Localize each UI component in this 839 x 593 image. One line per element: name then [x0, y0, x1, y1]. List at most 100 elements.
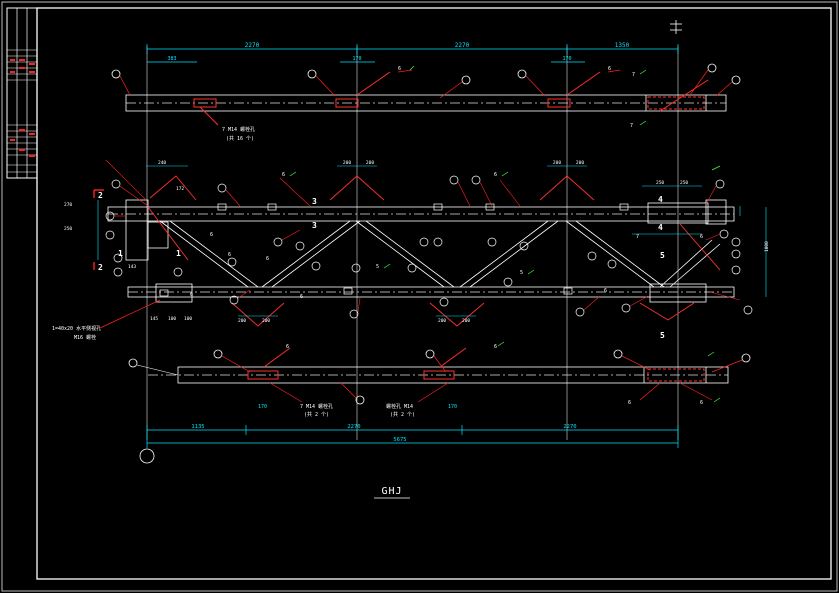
callout-22-top — [707, 63, 717, 73]
right-dim-2: 250 — [680, 180, 688, 186]
left-dim-8: 100 — [184, 316, 192, 322]
drawing-title: GHJ — [381, 486, 402, 497]
bottom-node-dim-3: 200 — [438, 318, 446, 324]
svg-text:6: 6 — [190, 292, 193, 298]
section-mark-1-b: 1 — [176, 249, 181, 258]
bottom-dimension-lines — [146, 425, 679, 448]
left-dim-6: 145 — [150, 316, 158, 322]
svg-text:5: 5 — [520, 270, 523, 276]
peak-dim-1: 200 — [343, 160, 351, 166]
left-dim-1: 240 — [158, 160, 166, 166]
corner-mark — [670, 20, 682, 34]
svg-text:6: 6 — [628, 400, 631, 406]
callout-1-top-end — [731, 75, 741, 85]
peak-dim-4: 200 — [576, 160, 584, 166]
top-sub-dim-2: 170 — [352, 56, 361, 62]
left-note-2: M16 螺栓 — [74, 334, 96, 341]
svg-text:6: 6 — [604, 288, 607, 294]
svg-text:6: 6 — [286, 344, 289, 350]
title-block — [6, 7, 38, 179]
grid-axis-circle — [139, 448, 155, 464]
section-mark-1-a: 1 — [118, 249, 123, 258]
bottom-note-b-1: 螺栓孔 M14 — [386, 403, 413, 410]
truss-diagonals — [159, 220, 721, 288]
section-mark-4-b: 4 — [658, 223, 663, 232]
left-dim-3: 270 — [64, 202, 72, 208]
top-note-1: 7 M14 螺栓孔 — [222, 126, 255, 133]
bottom-sub-dim-1: 170 — [258, 404, 267, 410]
svg-text:6: 6 — [282, 172, 285, 178]
svg-text:6: 6 — [300, 294, 303, 300]
bottom-node-dim-1: 200 — [238, 318, 246, 324]
top-weld-symbols: 6 6 7 7 — [398, 66, 635, 129]
section-mark-3-b: 3 — [312, 221, 317, 230]
left-dim-2: 172 — [176, 186, 184, 192]
grid-lines — [146, 46, 679, 440]
section-mark-3-a: 3 — [312, 197, 317, 206]
svg-text:6: 6 — [700, 400, 703, 406]
svg-text:6: 6 — [700, 234, 703, 240]
section-mark-4-a: 4 — [658, 195, 663, 204]
top-sub-dim-3: 170 — [562, 56, 571, 62]
right-dim-1: 250 — [656, 180, 664, 186]
svg-text:5: 5 — [376, 264, 379, 270]
top-dim-2: 2270 — [455, 42, 470, 49]
section-mark-2-top: 2 — [98, 191, 103, 200]
right-dim-3: 1000 — [764, 241, 770, 252]
svg-text:6: 6 — [494, 172, 497, 178]
bottom-dim-3: 2270 — [563, 424, 576, 430]
truss-leaders — [105, 159, 741, 313]
bottom-dim-1: 1135 — [191, 424, 204, 430]
peak-dim-2: 200 — [366, 160, 374, 166]
bottom-note-b-2: (共 2 个) — [390, 411, 415, 418]
callout-12-bottom-a — [613, 349, 623, 359]
callout-16-bottom — [425, 349, 435, 359]
bottom-sub-dim-2: 170 — [448, 404, 457, 410]
callout-15-top-b — [517, 69, 527, 79]
top-bolt-groups — [193, 71, 709, 126]
top-sub-dim-1: 383 — [167, 56, 176, 62]
overall-dim: 5675 — [393, 437, 406, 443]
top-dim-3: 1350 — [615, 42, 630, 49]
callout-11-bottom — [128, 358, 138, 368]
title-block-red-marks — [10, 59, 35, 157]
top-dim-1: 2270 — [245, 42, 260, 49]
callout-12-bottom-b — [741, 353, 751, 363]
svg-text:6: 6 — [608, 66, 611, 72]
top-dimension-line — [146, 44, 679, 63]
svg-text:6: 6 — [494, 344, 497, 350]
callout-15-top-a — [307, 69, 317, 79]
left-end-plate — [125, 199, 149, 261]
truss-elevation: 200 200 200 200 200 200 200 200 240 172 … — [52, 159, 770, 341]
bottom-dim-2: 2270 — [347, 424, 360, 430]
callout-1-top — [461, 75, 471, 85]
svg-text:7: 7 — [630, 123, 633, 129]
svg-text:6: 6 — [228, 252, 231, 258]
bottom-note-a-2: (共 2 个) — [304, 411, 329, 418]
section-mark-2-bottom: 2 — [98, 263, 103, 272]
svg-text:6: 6 — [398, 66, 401, 72]
bottom-plan-view: 7 M14 螺栓孔 (共 2 个) 螺栓孔 M14 (共 2 个) 170 17… — [128, 341, 751, 464]
bottom-node-dim-4: 200 — [462, 318, 470, 324]
top-plan-view: 2270 2270 1350 383 170 170 — [111, 42, 741, 142]
left-dim-5: 143 — [128, 264, 136, 270]
callout-20-bottom-a — [213, 349, 223, 359]
top-note-2: (共 16 个) — [226, 135, 254, 142]
left-dim-4: 250 — [64, 226, 72, 232]
truss-callouts — [105, 175, 753, 319]
svg-text:6: 6 — [210, 232, 213, 238]
bottom-note-a-1: 7 M14 螺栓孔 — [300, 403, 333, 410]
drawing-border — [36, 7, 832, 580]
gusset-plates — [147, 175, 721, 327]
svg-text:6: 6 — [266, 256, 269, 262]
section-mark-5-b: 5 — [660, 331, 665, 340]
callout-2-bottom — [355, 395, 365, 405]
right-end-plate — [647, 202, 709, 224]
bottom-node-dim-2: 200 — [262, 318, 270, 324]
left-dim-7: 100 — [168, 316, 176, 322]
svg-text:7: 7 — [632, 72, 635, 78]
callout-4-top — [111, 69, 121, 79]
